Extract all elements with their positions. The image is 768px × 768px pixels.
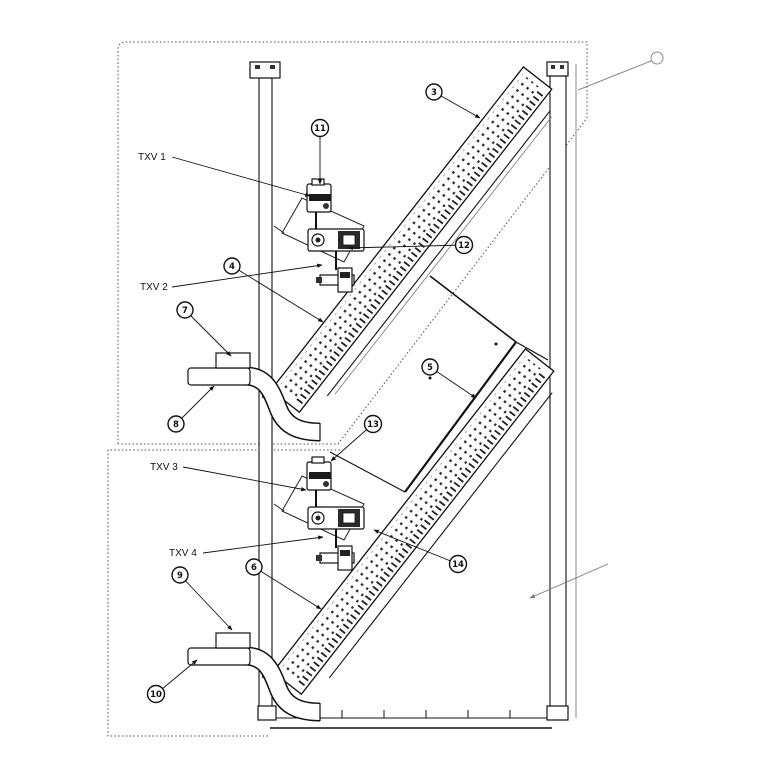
callout-5: 5 — [421, 358, 477, 399]
txv1-text: TXV 1 — [138, 152, 166, 163]
txv2-text: TXV 2 — [140, 282, 168, 293]
label-txv1: TXV 1 — [138, 152, 311, 197]
callout-6-number: 6 — [251, 563, 257, 573]
callout-9-number: 9 — [177, 571, 183, 581]
callout-12-number: 12 — [458, 241, 470, 251]
coil-upper — [270, 66, 553, 414]
callout-4: 4 — [223, 257, 324, 323]
reference-leader-right — [529, 563, 609, 599]
reference-leader-top-right — [577, 51, 664, 91]
callout-7: 7 — [176, 301, 232, 357]
callout-10: 10 — [146, 659, 198, 704]
callout-8: 8 — [167, 385, 215, 433]
suction-pipe-lower — [187, 632, 321, 722]
callout-13: 13 — [330, 414, 383, 462]
txv3-text: TXV 3 — [150, 462, 178, 473]
right-post — [546, 61, 569, 721]
callout-11: 11 — [310, 118, 330, 185]
callout-14-number: 14 — [452, 560, 464, 570]
upper-section-boundary — [117, 41, 588, 445]
label-txv4: TXV 4 — [169, 535, 324, 559]
callout-7-number: 7 — [182, 306, 188, 316]
callout-11-number: 11 — [314, 124, 326, 134]
label-txv2: TXV 2 — [140, 263, 323, 293]
txv-assembly-upper — [273, 178, 365, 293]
suction-pipe-upper — [187, 352, 321, 442]
callout-13-number: 13 — [367, 420, 379, 430]
callout-5-number: 5 — [427, 363, 433, 373]
callout-9: 9 — [171, 566, 233, 631]
callout-3-number: 3 — [431, 88, 437, 98]
callout-12: 12 — [347, 235, 474, 255]
callout-10-number: 10 — [150, 690, 162, 700]
lower-section-boundary — [107, 449, 340, 737]
callout-14: 14 — [373, 529, 468, 574]
callout-6: 6 — [245, 558, 322, 610]
divider-panel — [329, 275, 549, 493]
callout-8-number: 8 — [173, 420, 179, 430]
txv-assembly-lower — [273, 456, 365, 571]
callout-3: 3 — [425, 83, 481, 119]
label-txv3: TXV 3 — [150, 462, 307, 492]
txv4-text: TXV 4 — [169, 548, 197, 559]
callout-4-number: 4 — [229, 262, 235, 272]
coil-lower — [272, 348, 555, 696]
